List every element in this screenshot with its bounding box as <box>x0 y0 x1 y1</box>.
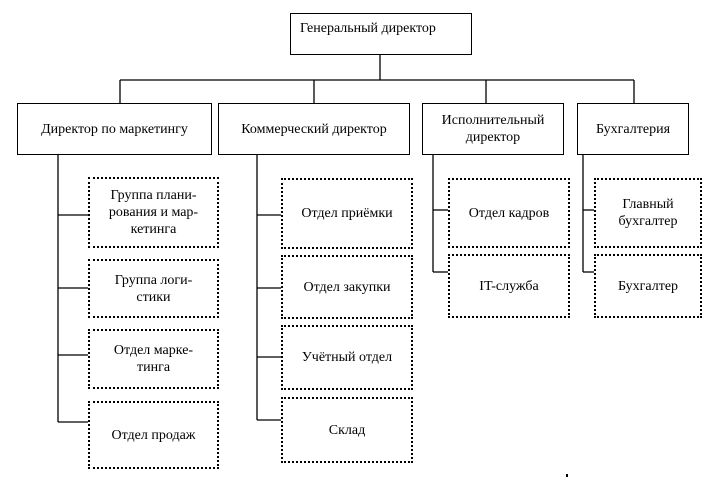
it-service-label: IT-служба <box>479 278 539 294</box>
chief-accountant-label: Главный бухгалтер <box>618 197 678 229</box>
chief-accountant-box: Главный бухгалтер <box>594 178 702 248</box>
receiving-department-box: Отдел приёмки <box>281 178 413 249</box>
procurement-department-box: Отдел закупки <box>281 255 413 319</box>
marketing-department-label: Отдел марке- тинга <box>113 343 194 375</box>
warehouse-box: Склад <box>281 397 413 463</box>
marketing-director-label: Директор по маркетингу <box>41 121 188 137</box>
planning-marketing-group-label: Группа плани- рования и мар- кетинга <box>108 188 199 237</box>
executive-director-box: Исполнительный директор <box>422 103 564 155</box>
accounting-department-label: Учётный отдел <box>301 350 393 365</box>
procurement-department-label: Отдел закупки <box>303 279 391 295</box>
marketing-director-box: Директор по маркетингу <box>17 103 212 155</box>
planning-marketing-group-box: Группа плани- рования и мар- кетинга <box>88 177 219 248</box>
accounting-label: Бухгалтерия <box>595 121 671 137</box>
receiving-department-label: Отдел приёмки <box>301 206 393 221</box>
accountant-box: Бухгалтер <box>594 254 702 318</box>
warehouse-label: Склад <box>328 422 366 438</box>
accounting-box: Бухгалтерия <box>577 103 689 155</box>
logistics-group-label: Группа логи- стики <box>114 272 193 305</box>
executive-director-label: Исполнительный директор <box>441 113 545 145</box>
it-service-box: IT-служба <box>448 254 570 318</box>
logistics-group-box: Группа логи- стики <box>88 259 219 318</box>
commercial-director-box: Коммерческий директор <box>218 103 410 155</box>
commercial-director-label: Коммерческий директор <box>241 121 387 137</box>
hr-department-label: Отдел кадров <box>468 205 550 221</box>
stray-mark <box>566 474 568 477</box>
hr-department-box: Отдел кадров <box>448 178 570 248</box>
accounting-department-box: Учётный отдел <box>281 325 413 390</box>
accountant-label: Бухгалтер <box>617 278 679 294</box>
marketing-department-box: Отдел марке- тинга <box>88 329 219 389</box>
general-director-box: Генеральный директор <box>290 13 472 55</box>
sales-department-label: Отдел продаж <box>111 427 196 443</box>
general-director-label: Генеральный директор <box>300 21 436 36</box>
sales-department-box: Отдел продаж <box>88 401 219 469</box>
